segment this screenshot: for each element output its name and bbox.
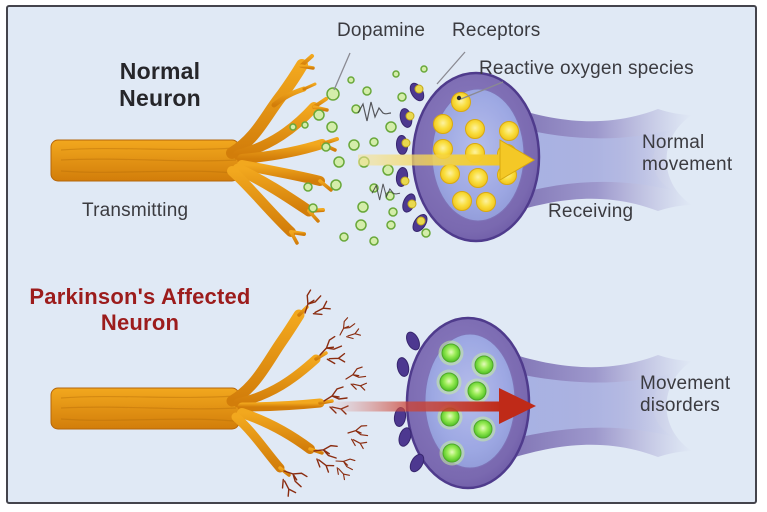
dot — [465, 119, 485, 139]
dot — [414, 84, 424, 94]
receptor-bump — [396, 357, 410, 377]
diagram-canvas — [50, 51, 692, 499]
depleted-dopamine-dots — [436, 340, 497, 466]
glow-dot — [473, 419, 493, 439]
movement-disorders-label: Movement disorders — [640, 373, 731, 417]
receptor-bound-dopamine-dots — [400, 84, 426, 226]
dot — [313, 109, 325, 121]
receiving-label: Receiving — [548, 201, 634, 222]
dot — [321, 142, 331, 152]
dot — [421, 228, 431, 238]
dot — [452, 191, 472, 211]
dot — [388, 207, 398, 217]
dot — [339, 232, 349, 242]
glow-dot — [474, 355, 494, 375]
receptor-bump — [398, 427, 412, 447]
ros-pointer-dot — [456, 95, 462, 101]
dot — [382, 164, 394, 176]
dot — [440, 164, 460, 184]
dot — [301, 121, 309, 129]
parkinsons-neuron-title: Parkinson's Affected Neuron — [29, 284, 251, 335]
dot — [348, 139, 360, 151]
dot — [357, 201, 369, 213]
movement-disorder-arrow — [328, 388, 536, 424]
dot — [385, 121, 397, 133]
reactive-oxygen-species-label: Reactive oxygen species — [479, 58, 694, 79]
dot — [326, 121, 338, 133]
dot — [468, 168, 488, 188]
glow-dot — [467, 381, 487, 401]
receptor-bump — [406, 331, 420, 351]
dot — [326, 87, 340, 101]
dot — [420, 65, 428, 73]
dot — [386, 220, 396, 230]
glow-dot — [442, 443, 462, 463]
parkinsons-transmitting-neuron — [50, 286, 372, 499]
normal-movement-arrow — [358, 139, 535, 181]
dot — [499, 121, 519, 141]
glow-dot — [439, 372, 459, 392]
dot — [433, 114, 453, 134]
dot — [362, 86, 372, 96]
normal-transmitting-neuron — [50, 54, 339, 245]
dot — [407, 199, 417, 209]
dot — [476, 192, 496, 212]
dot — [330, 179, 342, 191]
receptors-label: Receptors — [452, 20, 541, 41]
dot — [355, 219, 367, 231]
transmitting-label: Transmitting — [82, 200, 189, 221]
parkinsons-receiving-stem — [500, 350, 692, 462]
parkinsons-receptor-bumps — [393, 331, 425, 473]
glow-dot — [441, 343, 461, 363]
dot — [416, 216, 426, 226]
dopamine-label: Dopamine — [337, 20, 426, 41]
dot — [401, 138, 411, 148]
normal-neuron-title: Normal Neuron — [119, 58, 201, 112]
normal-movement-label: Normal movement — [642, 132, 733, 176]
normal-receiving-stem — [502, 104, 692, 216]
dot — [400, 176, 410, 186]
signal-squiggle-bottom — [371, 183, 401, 201]
dopamine-dots — [289, 65, 431, 246]
dot — [397, 92, 407, 102]
dot — [333, 156, 345, 168]
dot — [405, 111, 415, 121]
signal-squiggle-top — [357, 101, 392, 122]
withered-twigs — [273, 286, 372, 499]
dot — [369, 236, 379, 246]
dot — [347, 76, 355, 84]
dot — [303, 182, 313, 192]
dot — [392, 70, 400, 78]
dot — [308, 203, 318, 213]
receptor-bump — [409, 453, 425, 473]
dot — [369, 137, 379, 147]
dot — [451, 92, 471, 112]
label-leader-lines — [333, 51, 504, 101]
dot — [289, 123, 297, 131]
